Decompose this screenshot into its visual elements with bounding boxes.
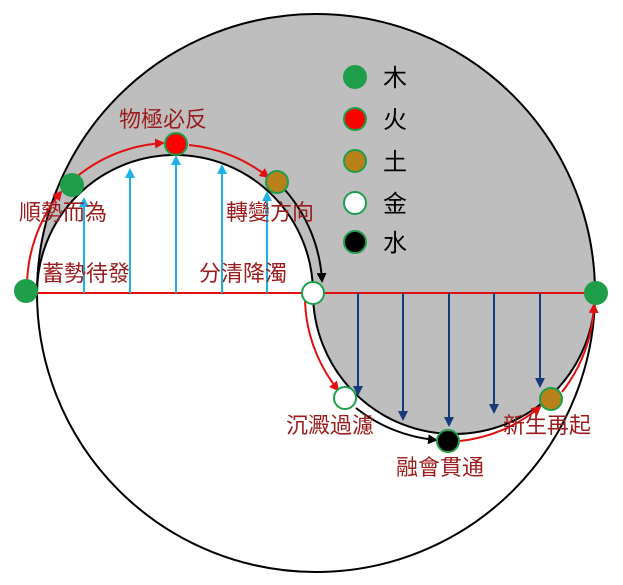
stage-label-accumulate: 蓄勢待發 — [42, 262, 130, 287]
path-segment — [304, 299, 340, 392]
stage-label-settle: 沉澱過濾 — [286, 414, 374, 439]
legend-earth-dot — [343, 149, 367, 173]
path-segment — [73, 138, 165, 180]
path-segment — [561, 303, 599, 393]
wood-node-upper — [60, 173, 84, 197]
fire-node — [164, 132, 188, 156]
legend-earth-label: 土 — [383, 148, 407, 176]
path-segment — [459, 405, 542, 442]
path-segment — [284, 189, 327, 283]
path-segment — [188, 144, 270, 179]
wood-node-left — [14, 279, 38, 303]
legend-water-label: 水 — [383, 229, 407, 257]
stage-label-transform: 轉變方向 — [226, 201, 314, 226]
legend-metal-label: 金 — [383, 190, 407, 218]
metal-node-center — [301, 281, 325, 305]
stage-label-rebirth: 新生再起 — [503, 414, 591, 439]
nodes — [14, 132, 608, 453]
earth-node-lower — [539, 387, 563, 411]
lower-cycle-path — [304, 299, 599, 445]
stage-label-integrate: 融會貫通 — [396, 456, 484, 481]
stage-label-extreme: 物極必反 — [119, 108, 207, 133]
upper-cycle-path — [25, 138, 327, 290]
path-segment — [355, 407, 438, 445]
metal-node-lower — [333, 386, 357, 410]
legend-wood-label: 木 — [383, 64, 407, 92]
path-segment — [25, 190, 63, 290]
legend-wood-dot — [343, 65, 367, 89]
stage-label-separate: 分清降濁 — [199, 262, 287, 287]
rising-arrows — [79, 155, 272, 293]
legend-fire-dot — [343, 107, 367, 131]
legend-water-dot — [343, 230, 367, 254]
legend-metal-dot — [343, 191, 367, 215]
wood-node-right — [584, 281, 608, 305]
sinking-arrows — [353, 293, 545, 427]
stage-label-follow: 順勢而為 — [19, 201, 107, 226]
earth-node-upper — [265, 170, 289, 194]
water-node — [436, 429, 460, 453]
legend: 木 火 土 金 水 — [343, 64, 407, 257]
legend-fire-label: 火 — [383, 106, 407, 134]
stage-labels: 蓄勢待發 順勢而為 物極必反 轉變方向 分清降濁 沉澱過濾 融會貫通 新生再起 — [19, 108, 591, 481]
yin-region — [37, 14, 595, 434]
